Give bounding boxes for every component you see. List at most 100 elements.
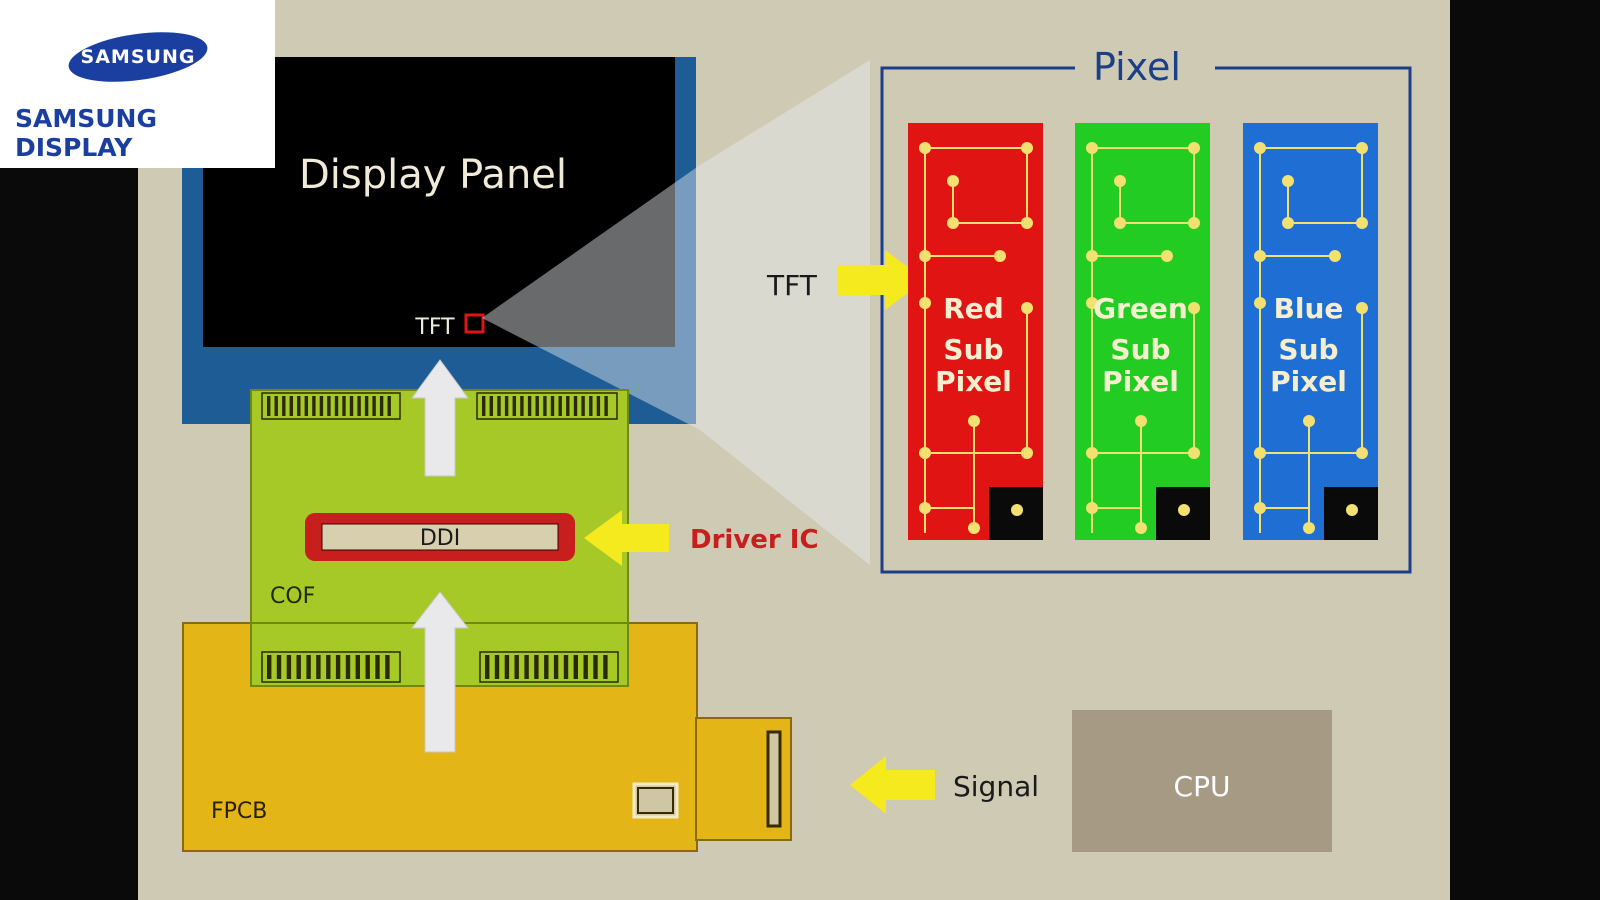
cof-top-right-outline xyxy=(476,392,618,420)
circuit-node xyxy=(1254,502,1266,514)
cof-top-left-pin xyxy=(304,396,308,416)
cof-top-left-pin xyxy=(349,396,354,416)
cof-top-right-pin xyxy=(558,396,562,416)
cof-bottom-right-pin xyxy=(524,655,529,679)
samsung-emblem-text: SAMSUNG xyxy=(80,46,196,68)
circuit-node xyxy=(1188,142,1200,154)
signal-up-arrow-top xyxy=(411,359,469,477)
circuit-node xyxy=(1086,142,1098,154)
circuit-node xyxy=(1254,447,1266,459)
cof-bottom-left-pin xyxy=(345,655,351,679)
cof-top-left-pin xyxy=(274,396,278,416)
circuit-node xyxy=(1086,447,1098,459)
circuit-node xyxy=(1254,142,1266,154)
ddi-chip-inner xyxy=(321,523,559,551)
cof-bottom-right-pin xyxy=(603,655,608,679)
cof-bottom-right-pin xyxy=(583,655,588,679)
cof-bottom-right-pin xyxy=(494,655,500,679)
green-subpixel-label-3: Pixel xyxy=(1102,365,1179,398)
tft-large-label: TFT xyxy=(766,269,818,302)
cof-top-right-pin xyxy=(489,396,493,416)
red-subpixel-body xyxy=(908,123,1043,540)
driver-ic-label: Driver IC xyxy=(690,525,819,555)
circuit-node xyxy=(947,175,959,187)
cof-bottom-left-pin xyxy=(316,655,321,679)
circuit-node xyxy=(968,522,980,534)
fpcb-chip-inner xyxy=(637,787,674,814)
cof-top-right-pin xyxy=(566,396,570,416)
tft-node xyxy=(1178,504,1190,516)
circuit-node xyxy=(1356,447,1368,459)
ddi-label: DDI xyxy=(420,526,460,551)
circuit-node xyxy=(1356,142,1368,154)
cof-top-left-pin xyxy=(372,396,376,416)
cof-top-left-pin xyxy=(297,396,301,416)
cof-bottom-left-pin xyxy=(335,655,341,679)
cof-bottom-right-pin xyxy=(593,655,598,679)
circuit-node xyxy=(1135,522,1147,534)
cof-top-left-pin xyxy=(319,396,324,416)
circuit-node xyxy=(1086,297,1098,309)
cof-top-left-pin xyxy=(267,396,271,416)
tft-small-label: TFT xyxy=(414,315,455,340)
samsung-emblem: SAMSUNG xyxy=(65,24,211,90)
cof-bottom-left-pin xyxy=(296,655,301,679)
signal-label: Signal xyxy=(953,770,1039,803)
cof-top-right-pin xyxy=(581,396,585,416)
cof-bottom-right-pin xyxy=(553,655,559,679)
circuit-node xyxy=(1282,217,1294,229)
tft-node xyxy=(1011,504,1023,516)
cof-top-right-pin xyxy=(550,396,555,416)
cof-bottom-right-pin xyxy=(573,655,578,679)
red-subpixel-label-2: Sub xyxy=(943,333,1003,366)
cof-top-left-pin xyxy=(289,396,293,416)
cof-bottom-left-outline xyxy=(261,651,401,683)
cof-bottom-left-pin xyxy=(286,655,292,679)
circuit-node xyxy=(1188,447,1200,459)
cof-top-right-pin xyxy=(589,396,593,416)
cof-bottom-left-pin xyxy=(365,655,370,679)
circuit-node xyxy=(919,502,931,514)
cof-bottom-left-pin xyxy=(375,655,380,679)
cof-bottom-left-pin xyxy=(326,655,331,679)
red-subpixel-label-1: Red xyxy=(943,292,1004,325)
circuit-node xyxy=(1086,250,1098,262)
circuit-node xyxy=(1303,522,1315,534)
circuit-node xyxy=(1135,415,1147,427)
circuit-node xyxy=(1114,175,1126,187)
circuit-node xyxy=(1356,302,1368,314)
cof-bottom-right-outline xyxy=(479,651,619,683)
cof-top-left-pin xyxy=(334,396,339,416)
blue-subpixel-label-1: Blue xyxy=(1274,292,1344,325)
circuit-node xyxy=(1329,250,1341,262)
cof-bottom-right-pin xyxy=(534,655,539,679)
cof-bottom-left-connector xyxy=(261,651,401,683)
circuit-node xyxy=(1086,502,1098,514)
circuit-node xyxy=(1114,217,1126,229)
cof-bottom-right-pin xyxy=(544,655,549,679)
circuit-node xyxy=(968,415,980,427)
fpcb-label: FPCB xyxy=(211,799,267,824)
circuit-node xyxy=(919,142,931,154)
circuit-node xyxy=(919,447,931,459)
cof-bottom-left-pin xyxy=(267,655,272,679)
cof-bottom-right-pin xyxy=(563,655,569,679)
cpu-block xyxy=(1072,710,1332,852)
signal-up-arrow-bottom xyxy=(410,591,470,753)
cof-bottom-left-pin xyxy=(385,655,390,679)
cof-top-right-pin xyxy=(527,396,532,416)
driver-ic-arrow xyxy=(584,510,669,566)
circuit-node xyxy=(1021,142,1033,154)
cof-bottom-right-connector xyxy=(479,651,619,683)
pixel-title: Pixel xyxy=(1093,45,1181,89)
green-subpixel-body xyxy=(1075,123,1210,540)
cof-top-left-pin xyxy=(379,396,384,416)
blue-subpixel-label-3: Pixel xyxy=(1270,365,1347,398)
cof-top-right-pin xyxy=(504,396,509,416)
zoom-cone xyxy=(482,60,870,565)
circuit-node xyxy=(1254,297,1266,309)
